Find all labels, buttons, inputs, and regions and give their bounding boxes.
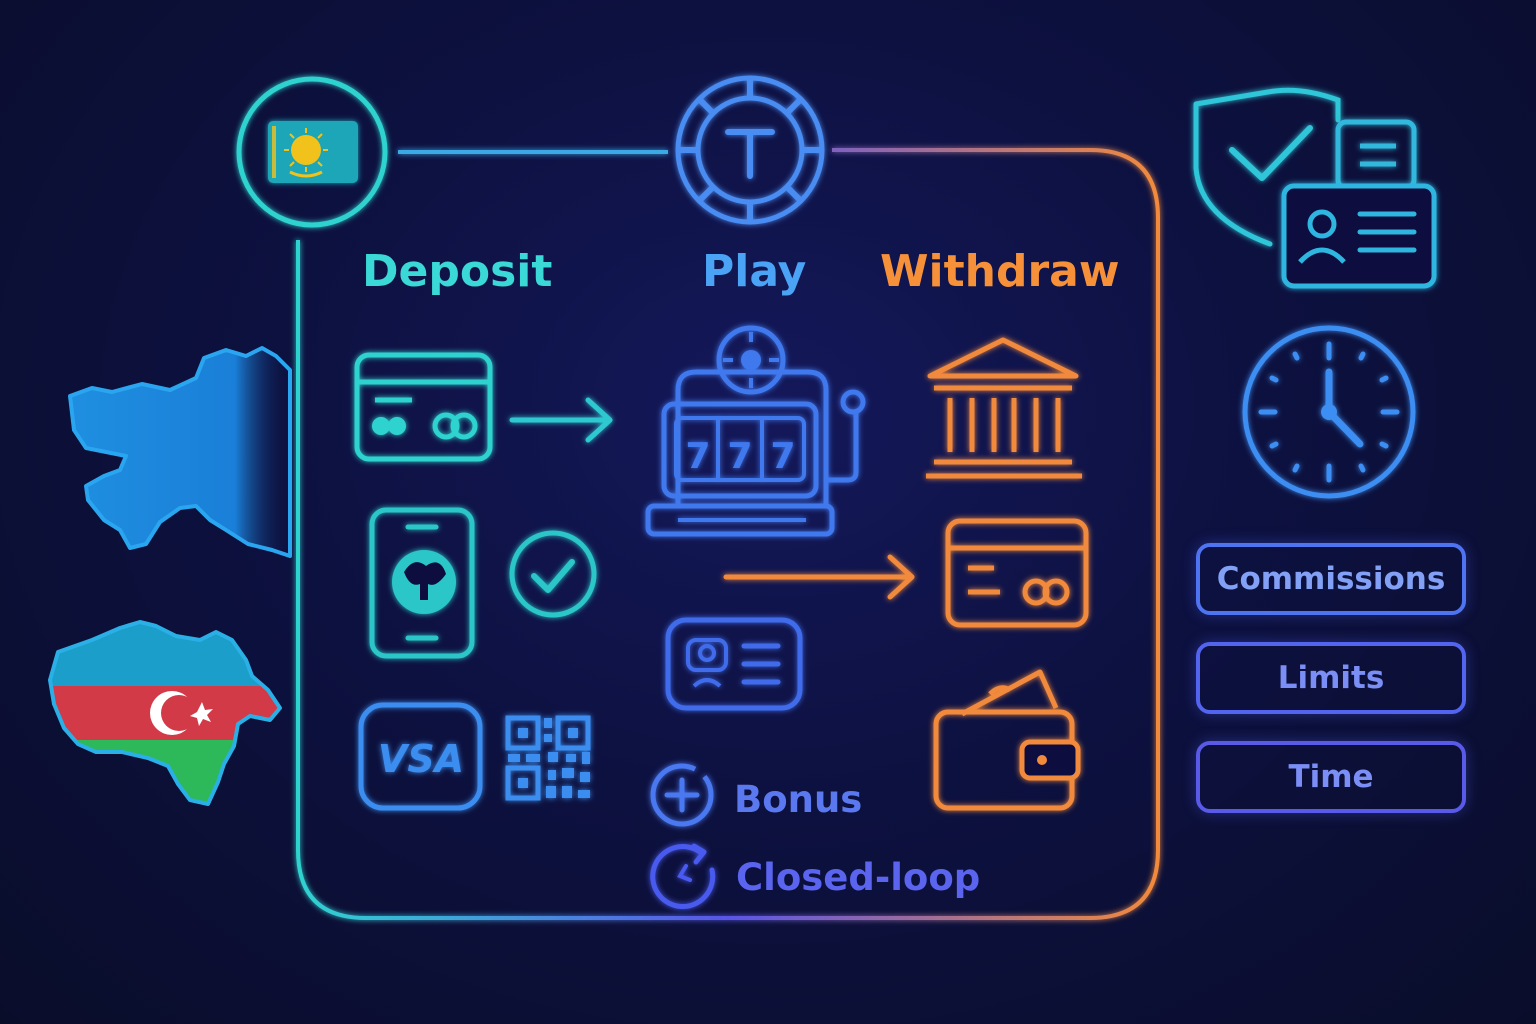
closed-loop-icon xyxy=(650,843,716,910)
step-withdraw-label: Withdraw xyxy=(880,246,1120,297)
bank-card-icon xyxy=(354,352,493,462)
limits-button[interactable]: Limits xyxy=(1196,642,1466,714)
visa-card-icon: VSA xyxy=(358,702,483,811)
bank-building-icon xyxy=(926,337,1082,479)
slot-reel-3: 7 xyxy=(770,436,795,477)
check-circle-icon xyxy=(509,530,597,618)
withdraw-card-icon xyxy=(945,518,1089,628)
wallet-icon xyxy=(933,669,1081,811)
qr-code-icon xyxy=(505,715,591,801)
closed-loop-label: Closed-loop xyxy=(736,856,981,899)
slot-reel-2: 7 xyxy=(727,436,752,477)
azerbaijan-map-icon xyxy=(48,620,282,806)
arrow-right-icon xyxy=(723,554,915,600)
slot-reel-1: 7 xyxy=(685,436,710,477)
mobile-payment-icon xyxy=(369,507,475,659)
step-play-label: Play xyxy=(702,246,807,297)
slot-machine-icon: 7 7 7 xyxy=(645,325,866,537)
clock-icon xyxy=(1242,325,1416,499)
tether-coin-icon xyxy=(675,75,825,225)
arrow-right-icon xyxy=(509,397,613,443)
loop-frame xyxy=(296,148,1160,920)
kazakhstan-map-icon xyxy=(68,346,292,558)
id-card-icon xyxy=(1281,119,1437,289)
shield-check-icon xyxy=(1193,87,1341,247)
bonus-plus-icon xyxy=(650,763,714,827)
card-brand-text: VSA xyxy=(378,737,464,781)
id-badge-icon xyxy=(665,617,803,711)
bonus-label: Bonus xyxy=(734,778,863,821)
step-deposit-label: Deposit xyxy=(362,246,553,297)
kazakhstan-flag-icon xyxy=(236,76,388,228)
commissions-button[interactable]: Commissions xyxy=(1196,543,1466,615)
time-button[interactable]: Time xyxy=(1196,741,1466,813)
